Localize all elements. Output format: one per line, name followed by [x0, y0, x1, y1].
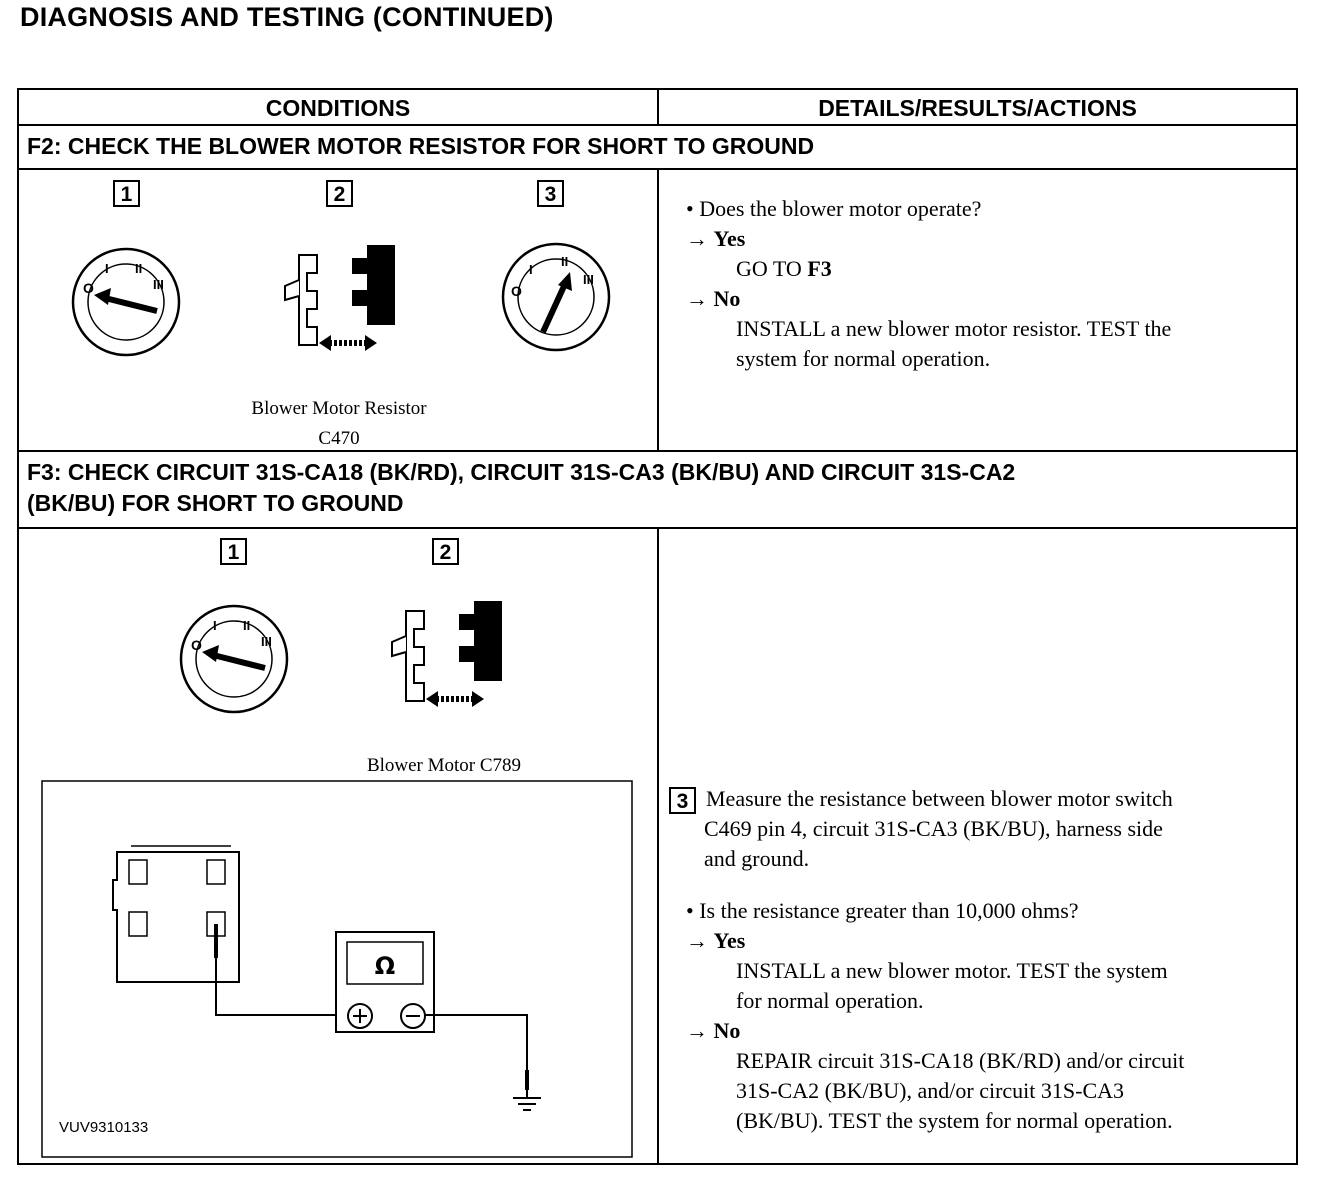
svg-text:III: III	[261, 634, 272, 649]
step-box-3: 3	[537, 180, 564, 207]
connector-icon	[284, 245, 395, 351]
blower-switch-off-icon: O I II III	[71, 247, 181, 357]
arrow-icon: →	[686, 928, 708, 953]
step-box-2: 2	[432, 538, 459, 565]
no-action-line: 31S-CA2 (BK/BU), and/or circuit 31S-CA3	[736, 1078, 1125, 1103]
svg-text:I: I	[529, 262, 533, 277]
arrow-icon: →	[686, 286, 708, 311]
section-heading-f3: F3: CHECK CIRCUIT 31S-CA18 (BK/RD), CIRC…	[27, 459, 1016, 485]
section-heading-f2: F2: CHECK THE BLOWER MOTOR RESISTOR FOR …	[27, 133, 815, 159]
goto-f3-link[interactable]: F3	[807, 256, 832, 281]
arrow-icon: →	[686, 1018, 708, 1043]
connector-icon	[391, 601, 502, 707]
svg-text:III: III	[153, 277, 164, 292]
question-text: • Is the resistance greater than 10,000 …	[686, 898, 1079, 923]
step-box-2: 2	[326, 180, 353, 207]
figure-id: VUV9310133	[59, 1119, 148, 1136]
no-label: No	[713, 286, 741, 311]
no-action-line: (BK/BU). TEST the system for normal oper…	[736, 1108, 1173, 1133]
svg-text:III: III	[583, 272, 594, 287]
svg-text:I: I	[105, 261, 109, 276]
svg-text:O: O	[191, 637, 202, 653]
step3-instruction: and ground.	[704, 846, 810, 871]
no-branch: → No	[686, 1016, 740, 1046]
figure-caption-connector-id: C470	[318, 428, 360, 449]
step3-instruction: Measure the resistance between blower mo…	[706, 786, 1173, 811]
page-title: DIAGNOSIS AND TESTING (CONTINUED)	[20, 2, 554, 32]
diagnostic-table: CONDITIONS DETAILS/RESULTS/ACTIONS F2: C…	[17, 88, 1298, 1165]
yes-label: Yes	[713, 226, 746, 251]
yes-action-line: INSTALL a new blower motor. TEST the sys…	[736, 958, 1168, 983]
svg-text:II: II	[561, 254, 568, 269]
no-label: No	[713, 1018, 741, 1043]
ohm-symbol: Ω	[375, 952, 395, 980]
ground-icon	[513, 1090, 541, 1111]
yes-branch: → Yes	[686, 926, 745, 956]
divider	[657, 168, 659, 450]
section-heading-f3-cont: (BK/BU) FOR SHORT TO GROUND	[27, 490, 404, 516]
yes-label: Yes	[713, 928, 746, 953]
ohmmeter-circuit-diagram: Ω VUV9310133	[41, 780, 633, 1158]
step-box-1: 1	[113, 180, 140, 207]
svg-text:O: O	[83, 280, 94, 296]
divider	[19, 124, 1296, 126]
no-branch: → No	[686, 284, 740, 314]
arrow-icon: →	[686, 226, 708, 251]
yes-branch: → Yes	[686, 224, 745, 254]
yes-action: GO TO F3	[686, 254, 832, 284]
yes-action-text: GO TO	[736, 256, 808, 281]
step-box-1: 1	[220, 538, 247, 565]
step-box-3: 3	[669, 787, 696, 814]
no-action-line: system for normal operation.	[736, 346, 991, 371]
no-action-line: INSTALL a new blower motor resistor. TES…	[736, 316, 1172, 341]
no-action-line: REPAIR circuit 31S-CA18 (BK/RD) and/or c…	[736, 1048, 1185, 1073]
svg-text:O: O	[511, 283, 522, 299]
svg-text:I: I	[213, 618, 217, 633]
svg-text:II: II	[135, 261, 142, 276]
figure-caption: Blower Motor Resistor	[251, 398, 427, 419]
figure-caption: Blower Motor C789	[366, 755, 522, 776]
yes-action-line: for normal operation.	[736, 988, 924, 1013]
blower-switch-off-icon: O I II III	[179, 604, 289, 714]
column-header-details: DETAILS/RESULTS/ACTIONS	[818, 95, 1137, 121]
divider	[657, 90, 659, 124]
blower-switch-high-icon: O I II III	[501, 242, 611, 352]
divider	[657, 527, 659, 1163]
svg-text:II: II	[243, 618, 250, 633]
column-header-conditions: CONDITIONS	[265, 95, 411, 121]
question-text: • Does the blower motor operate?	[686, 196, 982, 221]
divider	[19, 450, 1296, 452]
step3-instruction: C469 pin 4, circuit 31S-CA3 (BK/BU), har…	[704, 816, 1163, 841]
